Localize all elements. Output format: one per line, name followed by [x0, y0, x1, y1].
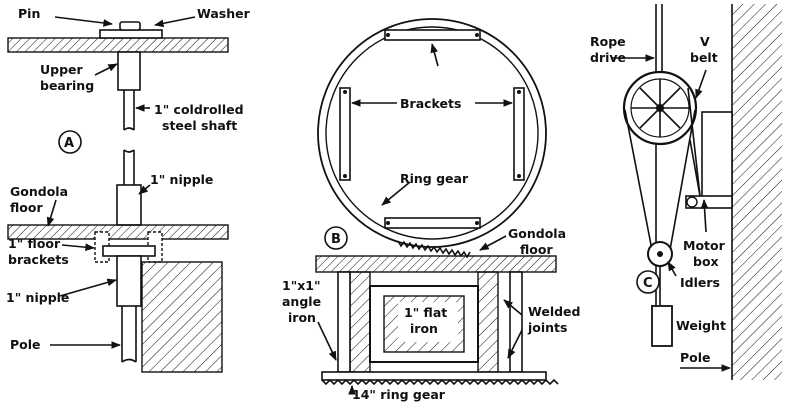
- washer: [99, 29, 163, 39]
- bracket-plate: [102, 245, 156, 257]
- gondola-floor-a: [7, 224, 229, 240]
- label-gondola-floor-b-1: Gondola: [508, 226, 566, 241]
- label-brackets: Brackets: [400, 96, 461, 111]
- label-weight: Weight: [676, 318, 726, 333]
- label-ring-gear-14: 14" ring gear: [352, 387, 446, 402]
- frame-post-right: [477, 271, 499, 373]
- label-shaft-2: steel shaft: [162, 118, 237, 133]
- angle-iron-left: [337, 271, 351, 373]
- panel-b: Brackets Ring gear B Gondola floor 1"x1"…: [282, 18, 580, 402]
- frame-post-left: [349, 271, 371, 373]
- label-gondola-floor-a-2: floor: [10, 200, 43, 215]
- label-rope-drive-1: Rope: [590, 34, 626, 49]
- pulley-spokes: [631, 79, 689, 137]
- pin: [119, 21, 141, 31]
- label-v-belt-2: belt: [690, 50, 718, 65]
- label-v-belt-1: V: [700, 34, 710, 49]
- marker-a: A: [64, 136, 74, 151]
- label-angle-iron-3: iron: [288, 310, 316, 325]
- marker-b: B: [331, 232, 341, 247]
- angle-iron-right: [509, 271, 523, 373]
- ring-gear-inner: [325, 26, 539, 240]
- bracket-right: [513, 87, 525, 181]
- weight: [651, 305, 673, 347]
- label-floor-brackets-2: brackets: [8, 252, 69, 267]
- marker-c: C: [643, 276, 653, 291]
- lower-nipple: [116, 255, 142, 307]
- label-nipple-upper: 1" nipple: [150, 172, 213, 187]
- marker-a-circle: [58, 130, 82, 154]
- label-floor-brackets-1: 1" floor: [8, 236, 61, 251]
- label-flat-iron-2: iron: [410, 321, 438, 336]
- label-welded-2: joints: [527, 320, 567, 335]
- label-gondola-floor-a-1: Gondola: [10, 184, 68, 199]
- ring-gear-outer: [317, 18, 547, 248]
- label-motor-box-1: Motor: [683, 238, 726, 253]
- ring-gear-bar-teeth: [321, 378, 559, 386]
- label-angle-iron-1: 1"x1": [282, 278, 320, 293]
- label-nipple-lower: 1" nipple: [6, 290, 69, 305]
- panel-a: Pin Washer Upper bearing 1" coldrolled s…: [6, 6, 251, 373]
- ring-gear-teeth: [397, 240, 471, 259]
- pole-wall: [732, 4, 782, 380]
- bracket-left: [339, 87, 351, 181]
- upper-bearing: [117, 51, 141, 91]
- pole-support-block: [141, 261, 223, 373]
- label-gondola-floor-b-2: floor: [520, 242, 553, 257]
- upper-nipple: [116, 184, 142, 226]
- label-idlers: Idlers: [680, 275, 720, 290]
- label-welded-1: Welded: [528, 304, 580, 319]
- marker-b-circle: [324, 226, 348, 250]
- label-rope-drive-2: drive: [590, 50, 626, 65]
- gondola-floor-b: [315, 255, 557, 273]
- upper-ceiling: [7, 37, 229, 53]
- flat-iron-label-box: [398, 302, 458, 342]
- label-angle-iron-2: angle: [282, 294, 321, 309]
- label-pin: Pin: [18, 6, 40, 21]
- label-flat-iron-1: 1" flat: [404, 305, 447, 320]
- bracket-bottom: [384, 217, 481, 229]
- ring-gear-bar: [321, 371, 547, 381]
- label-upper-bearing-2: bearing: [40, 78, 94, 93]
- label-shaft-1: 1" coldrolled: [154, 102, 244, 117]
- marker-c-circle: [636, 270, 660, 294]
- label-pole-a: Pole: [10, 337, 41, 352]
- label-washer: Washer: [197, 6, 251, 21]
- bracket-top: [384, 29, 481, 41]
- label-ring-gear: Ring gear: [400, 171, 469, 186]
- panel-c: C Rope drive V belt Motor box Idlers Wei…: [590, 4, 782, 380]
- label-pole-c: Pole: [680, 350, 711, 365]
- motor-box: [701, 111, 733, 201]
- label-upper-bearing-1: Upper: [40, 62, 84, 77]
- label-motor-box-2: box: [693, 254, 719, 269]
